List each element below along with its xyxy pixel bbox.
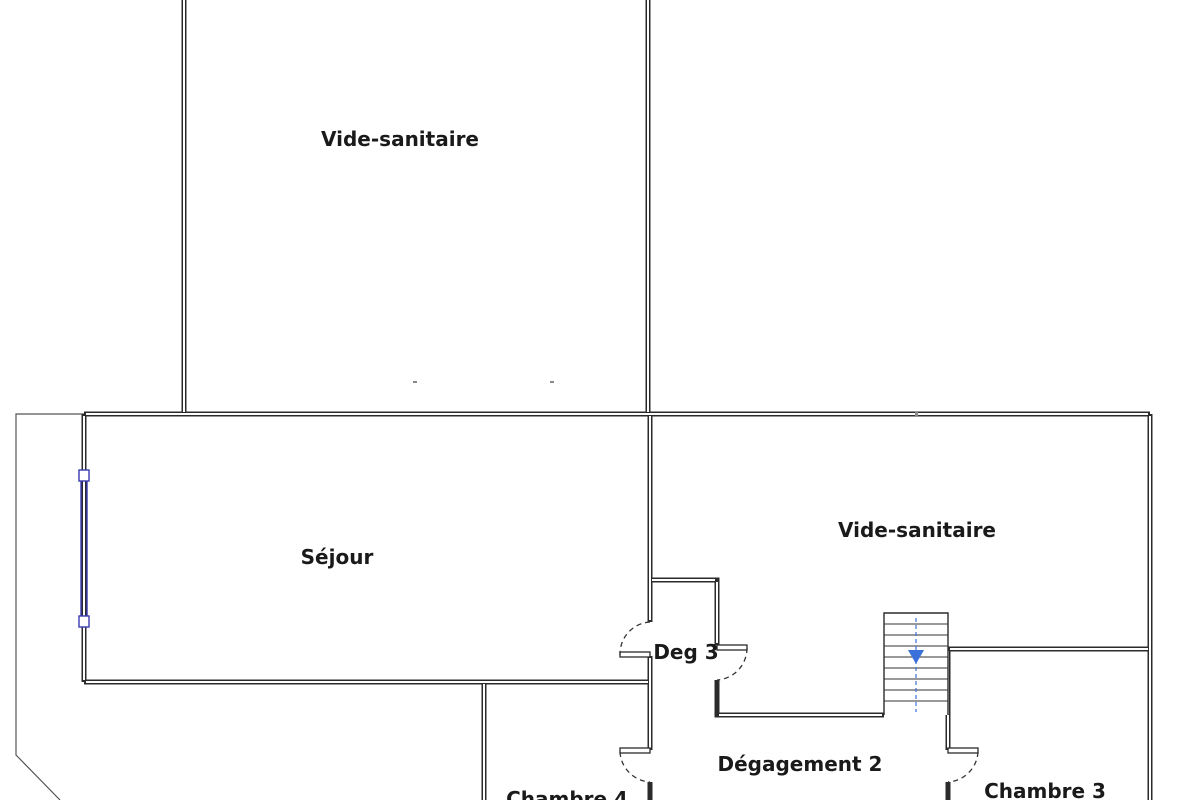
room-label-degagement-2: Dégagement 2	[718, 752, 883, 776]
door-swing-icon	[619, 747, 651, 783]
plan-marks	[413, 381, 918, 416]
room-label-vide-sanitaire-right: Vide-sanitaire	[838, 518, 996, 542]
door-swing-icon	[947, 747, 979, 783]
staircase	[883, 612, 949, 715]
room-label-chambre-4: Chambre 4	[506, 787, 628, 800]
walls	[81, 0, 1153, 800]
door-swing-icon	[716, 644, 748, 681]
site-outline	[15, 413, 84, 800]
room-label-deg-3: Deg 3	[653, 640, 718, 664]
stair-down-arrow-icon	[908, 650, 924, 664]
door-swing-icon	[619, 621, 651, 658]
window-icon	[78, 469, 90, 628]
room-label-vide-sanitaire-top: Vide-sanitaire	[321, 127, 479, 151]
wall-inner-lines	[83, 0, 1151, 800]
room-label-chambre-3: Chambre 3	[984, 779, 1106, 800]
room-label-sejour: Séjour	[301, 545, 374, 569]
